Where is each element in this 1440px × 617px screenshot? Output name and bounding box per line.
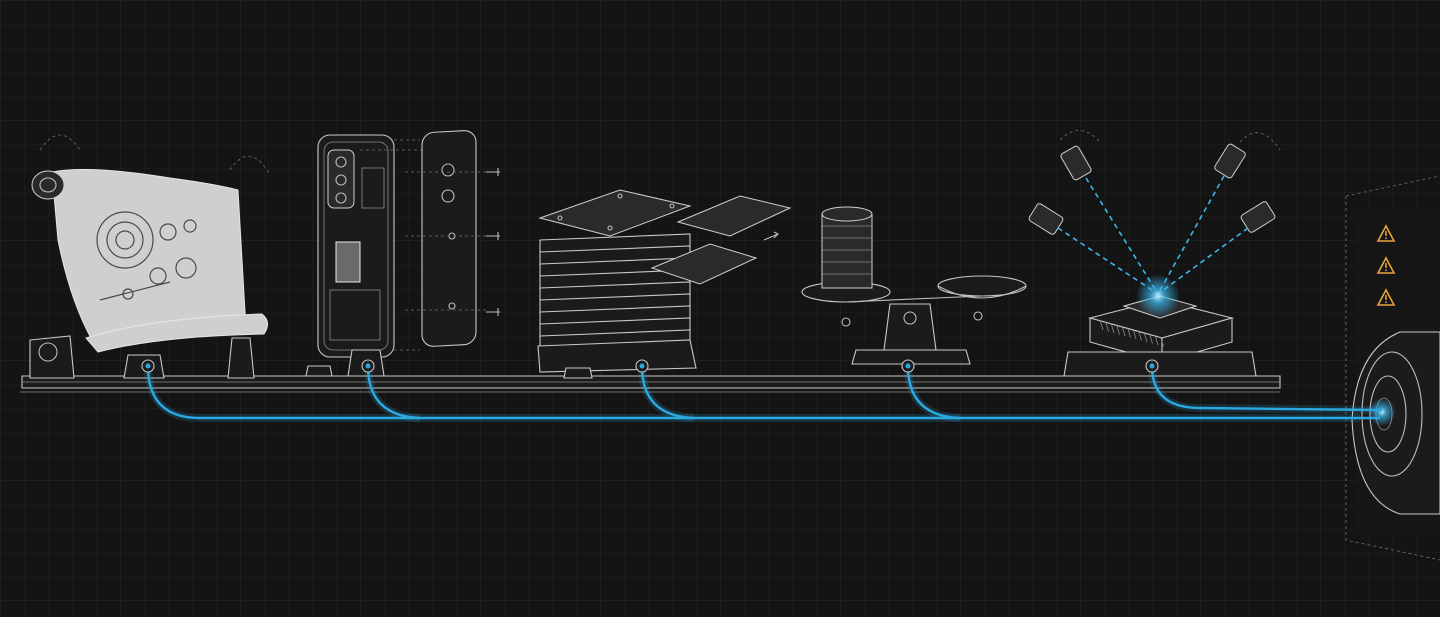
- chip-pin: [1127, 327, 1131, 338]
- smartphone-station: [305, 130, 500, 377]
- gear-drawing: [96, 211, 197, 301]
- chip-pin: [1132, 328, 1137, 340]
- chip-pin: [1154, 334, 1159, 346]
- vault-station: [1345, 175, 1440, 561]
- base-rail: [20, 375, 1281, 393]
- camera-icons: [1028, 143, 1276, 235]
- chip-pin: [1138, 330, 1142, 341]
- chip-inspection-station: [1028, 130, 1281, 377]
- coin-stack: [821, 206, 873, 289]
- warning-icon: [1376, 288, 1396, 306]
- data-cable: [144, 365, 1383, 422]
- stacked-plates-station: [537, 189, 792, 379]
- warning-icon: [1376, 224, 1396, 242]
- screw-icons: [486, 168, 500, 316]
- chip-pin: [1099, 319, 1104, 331]
- chip-pin: [1160, 336, 1164, 347]
- chip-pin: [1121, 325, 1126, 337]
- chip-pin: [1116, 324, 1120, 335]
- cable-connectors: [141, 359, 1159, 373]
- balance-scale-station: [801, 206, 1027, 365]
- chip-pin: [1149, 333, 1153, 344]
- chip-pin: [1105, 321, 1109, 332]
- chip-pin: [1143, 331, 1148, 343]
- warning-icon: [1376, 256, 1396, 274]
- blueprint-scroll-station: [29, 134, 271, 379]
- inspection-focus-glow: [1136, 274, 1180, 318]
- chip-pin: [1110, 322, 1115, 334]
